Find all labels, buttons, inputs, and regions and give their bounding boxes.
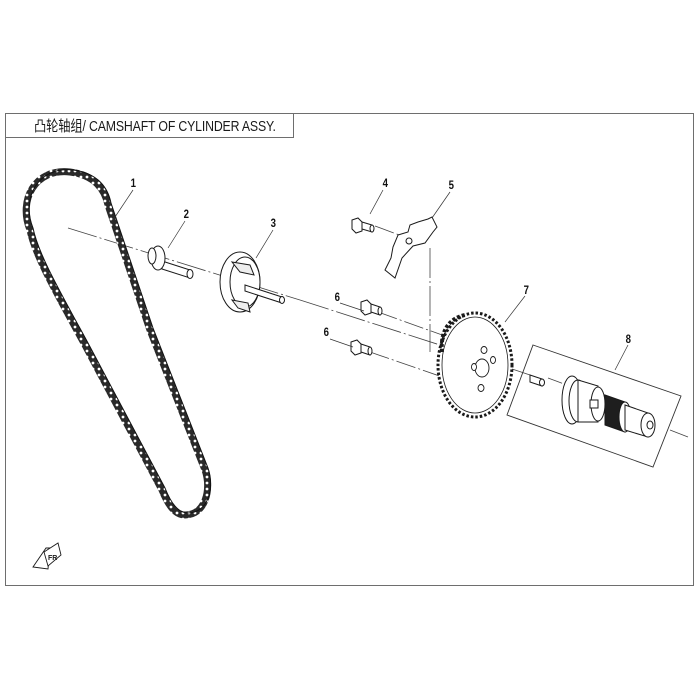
- callout-8: 8: [625, 332, 632, 346]
- front-direction-icon: FR: [32, 542, 62, 570]
- callout-1: 1: [130, 176, 137, 190]
- decompression-assy: [219, 251, 285, 313]
- timing-chain: [22, 168, 212, 519]
- callout-5: 5: [448, 178, 455, 192]
- callout-6a: 6: [334, 290, 341, 304]
- guide-pin: [147, 245, 194, 279]
- svg-text:FR: FR: [48, 555, 57, 562]
- bolt-4: [351, 217, 375, 234]
- bolt-6b: [350, 339, 373, 356]
- callout-7: 7: [523, 283, 530, 297]
- callout-6b: 6: [323, 325, 330, 339]
- leader-lines: [112, 189, 629, 371]
- diagram-title: 凸轮轴组/ CAMSHAFT OF CYLINDER ASSY.: [34, 118, 276, 135]
- camshaft-assy: [506, 344, 682, 468]
- title-box: 凸轮轴组/ CAMSHAFT OF CYLINDER ASSY.: [5, 113, 294, 138]
- bolt-6a: [360, 299, 383, 316]
- callout-3: 3: [270, 216, 277, 230]
- callout-2: 2: [183, 207, 190, 221]
- lock-plate: [384, 216, 438, 279]
- callout-4: 4: [382, 176, 389, 190]
- diagram-frame: [5, 113, 694, 586]
- cam-sprocket: [436, 311, 514, 419]
